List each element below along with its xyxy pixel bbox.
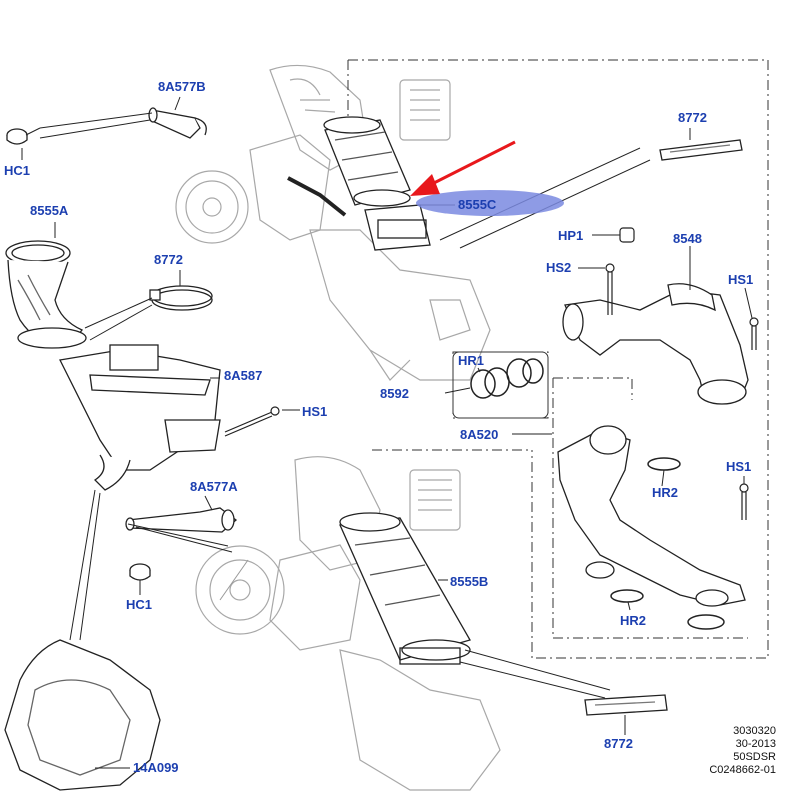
label-8555B: 8555B — [450, 574, 489, 589]
label-8592: 8592 — [380, 386, 409, 401]
label-hs1-right: HS1 — [728, 272, 754, 287]
clamp-8772-topright — [659, 139, 743, 161]
label-14A099: 14A099 — [133, 760, 179, 775]
seals-hr1 — [470, 358, 544, 399]
label-8772-left: 8772 — [154, 252, 183, 267]
label-8548: 8548 — [673, 231, 702, 246]
reference-block: 3030320 30-2013 50SDSR C0248662-01 — [676, 725, 776, 777]
screw-hs1-right — [749, 317, 759, 350]
label-8A577A: 8A577A — [190, 479, 238, 494]
ghost-engine-upper — [175, 64, 491, 381]
reference-line-1: 3030320 — [733, 725, 776, 737]
label-8A587: 8A587 — [224, 368, 263, 383]
housing-8A587 — [59, 344, 221, 491]
label-hs1-lowright: HS1 — [726, 459, 752, 474]
label-8A577B: 8A577B — [158, 79, 206, 94]
screw-hs1-lowright — [739, 483, 749, 520]
pipe-8A577B — [148, 107, 207, 139]
hose-8555C — [287, 116, 431, 251]
leader-lines — [21, 96, 753, 769]
pipe-8A577A — [125, 507, 238, 533]
label-hr2-upper: HR2 — [652, 485, 679, 500]
label-8A520: 8A520 — [460, 427, 499, 442]
clip-hc1-lower — [129, 563, 151, 581]
cover-14A099 — [4, 639, 161, 791]
label-hr2-lower: HR2 — [620, 613, 647, 628]
label-8772-bottom: 8772 — [604, 736, 633, 751]
screw-hs2 — [605, 263, 615, 315]
label-8555C: 8555C — [458, 197, 497, 212]
label-8772-topright: 8772 — [678, 110, 707, 125]
reference-line-3: 50SDSR — [733, 751, 776, 763]
clamp-8772-bottom — [584, 694, 668, 716]
label-8555A: 8555A — [30, 203, 69, 218]
plug-hp1 — [619, 227, 635, 243]
screw-hs1-mid — [224, 406, 280, 437]
clamp-8772-left — [149, 285, 213, 311]
reference-line-2: 30-2013 — [735, 738, 776, 750]
highlight-oval-8555C — [416, 190, 564, 216]
hose-8555B — [339, 512, 471, 665]
label-hr1: HR1 — [458, 353, 485, 368]
label-hs2: HS2 — [546, 260, 572, 275]
pipe-8A520 — [557, 425, 746, 607]
reference-line-4: C0248662-01 — [709, 764, 776, 776]
label-hc1-top: HC1 — [4, 163, 31, 178]
hose-8555A — [5, 240, 87, 349]
label-hp1: HP1 — [558, 228, 584, 243]
dashed-frames — [347, 59, 769, 659]
seal-group-frame — [452, 351, 549, 419]
label-hc1-bottom: HC1 — [126, 597, 153, 612]
clip-hc1-upper — [6, 128, 28, 145]
pipe-8548 — [562, 283, 749, 405]
ghost-engine-lower — [195, 456, 501, 791]
label-hs1-mid: HS1 — [302, 404, 328, 419]
